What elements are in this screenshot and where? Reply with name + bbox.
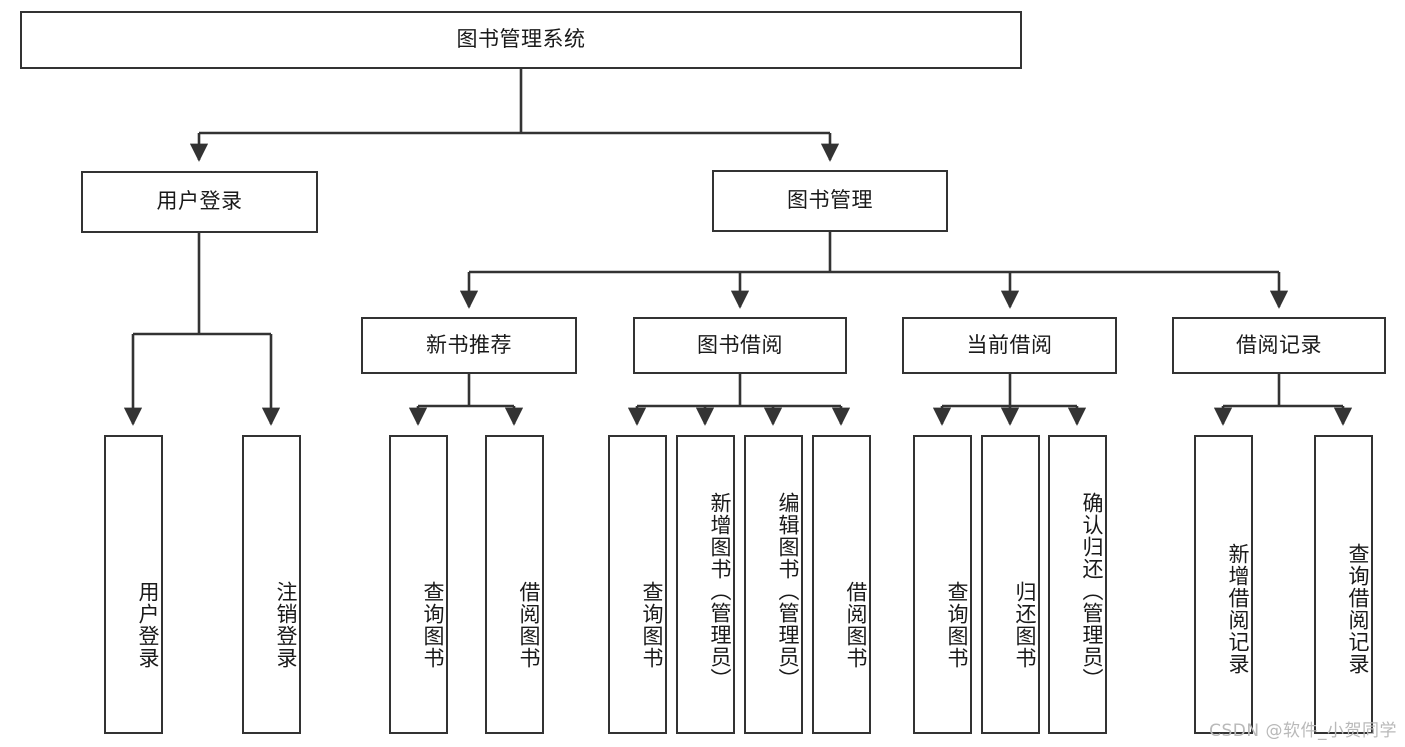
leaf-borrow-book[interactable]: 借阅图书 [812, 435, 871, 734]
node-book-borrow[interactable]: 图书借阅 [633, 317, 847, 374]
leaf-query-book-recommend[interactable]: 查询图书 [389, 435, 448, 734]
node-label: 编辑图书（管理员） [776, 491, 800, 690]
node-label: 查询图书 [640, 580, 664, 669]
node-label: 新书推荐 [426, 332, 512, 357]
node-label: 归还图书 [1013, 580, 1037, 669]
node-label: 用户登录 [136, 580, 160, 669]
leaf-query-borrow-record[interactable]: 查询借阅记录 [1314, 435, 1373, 734]
watermark-text: CSDN @软件_小贺同学 [1209, 721, 1397, 741]
leaf-query-book-current[interactable]: 查询图书 [913, 435, 972, 734]
leaf-user-login[interactable]: 用户登录 [104, 435, 163, 734]
node-root-system[interactable]: 图书管理系统 [20, 11, 1022, 69]
node-new-book-recommend[interactable]: 新书推荐 [361, 317, 577, 374]
leaf-query-book-borrow[interactable]: 查询图书 [608, 435, 667, 734]
node-current-borrow[interactable]: 当前借阅 [902, 317, 1117, 374]
leaf-logout[interactable]: 注销登录 [242, 435, 301, 734]
node-label: 借阅记录 [1236, 332, 1322, 357]
node-label: 注销登录 [274, 580, 298, 669]
node-book-management[interactable]: 图书管理 [712, 170, 948, 232]
node-label: 借阅图书 [517, 580, 541, 669]
node-label: 当前借阅 [966, 332, 1053, 357]
node-label: 用户登录 [156, 189, 243, 214]
node-label: 查询借阅记录 [1346, 542, 1370, 675]
node-borrow-record[interactable]: 借阅记录 [1172, 317, 1386, 374]
leaf-add-borrow-record[interactable]: 新增借阅记录 [1194, 435, 1253, 734]
node-label: 确认归还（管理员） [1080, 491, 1104, 690]
leaf-edit-book-admin[interactable]: 编辑图书（管理员） [744, 435, 803, 734]
node-label: 借阅图书 [844, 580, 868, 669]
leaf-confirm-return-admin[interactable]: 确认归还（管理员） [1048, 435, 1107, 734]
node-label: 图书借阅 [697, 332, 783, 357]
node-label: 新增借阅记录 [1226, 542, 1250, 675]
node-label: 查询图书 [421, 580, 445, 669]
leaf-add-book-admin[interactable]: 新增图书（管理员） [676, 435, 735, 734]
node-label: 图书管理系统 [456, 27, 586, 52]
node-label: 图书管理 [787, 188, 873, 213]
leaf-return-book[interactable]: 归还图书 [981, 435, 1040, 734]
node-user-login[interactable]: 用户登录 [81, 171, 318, 233]
leaf-borrow-book-recommend[interactable]: 借阅图书 [485, 435, 544, 734]
node-label: 新增图书（管理员） [708, 491, 732, 690]
node-label: 查询图书 [945, 580, 969, 669]
